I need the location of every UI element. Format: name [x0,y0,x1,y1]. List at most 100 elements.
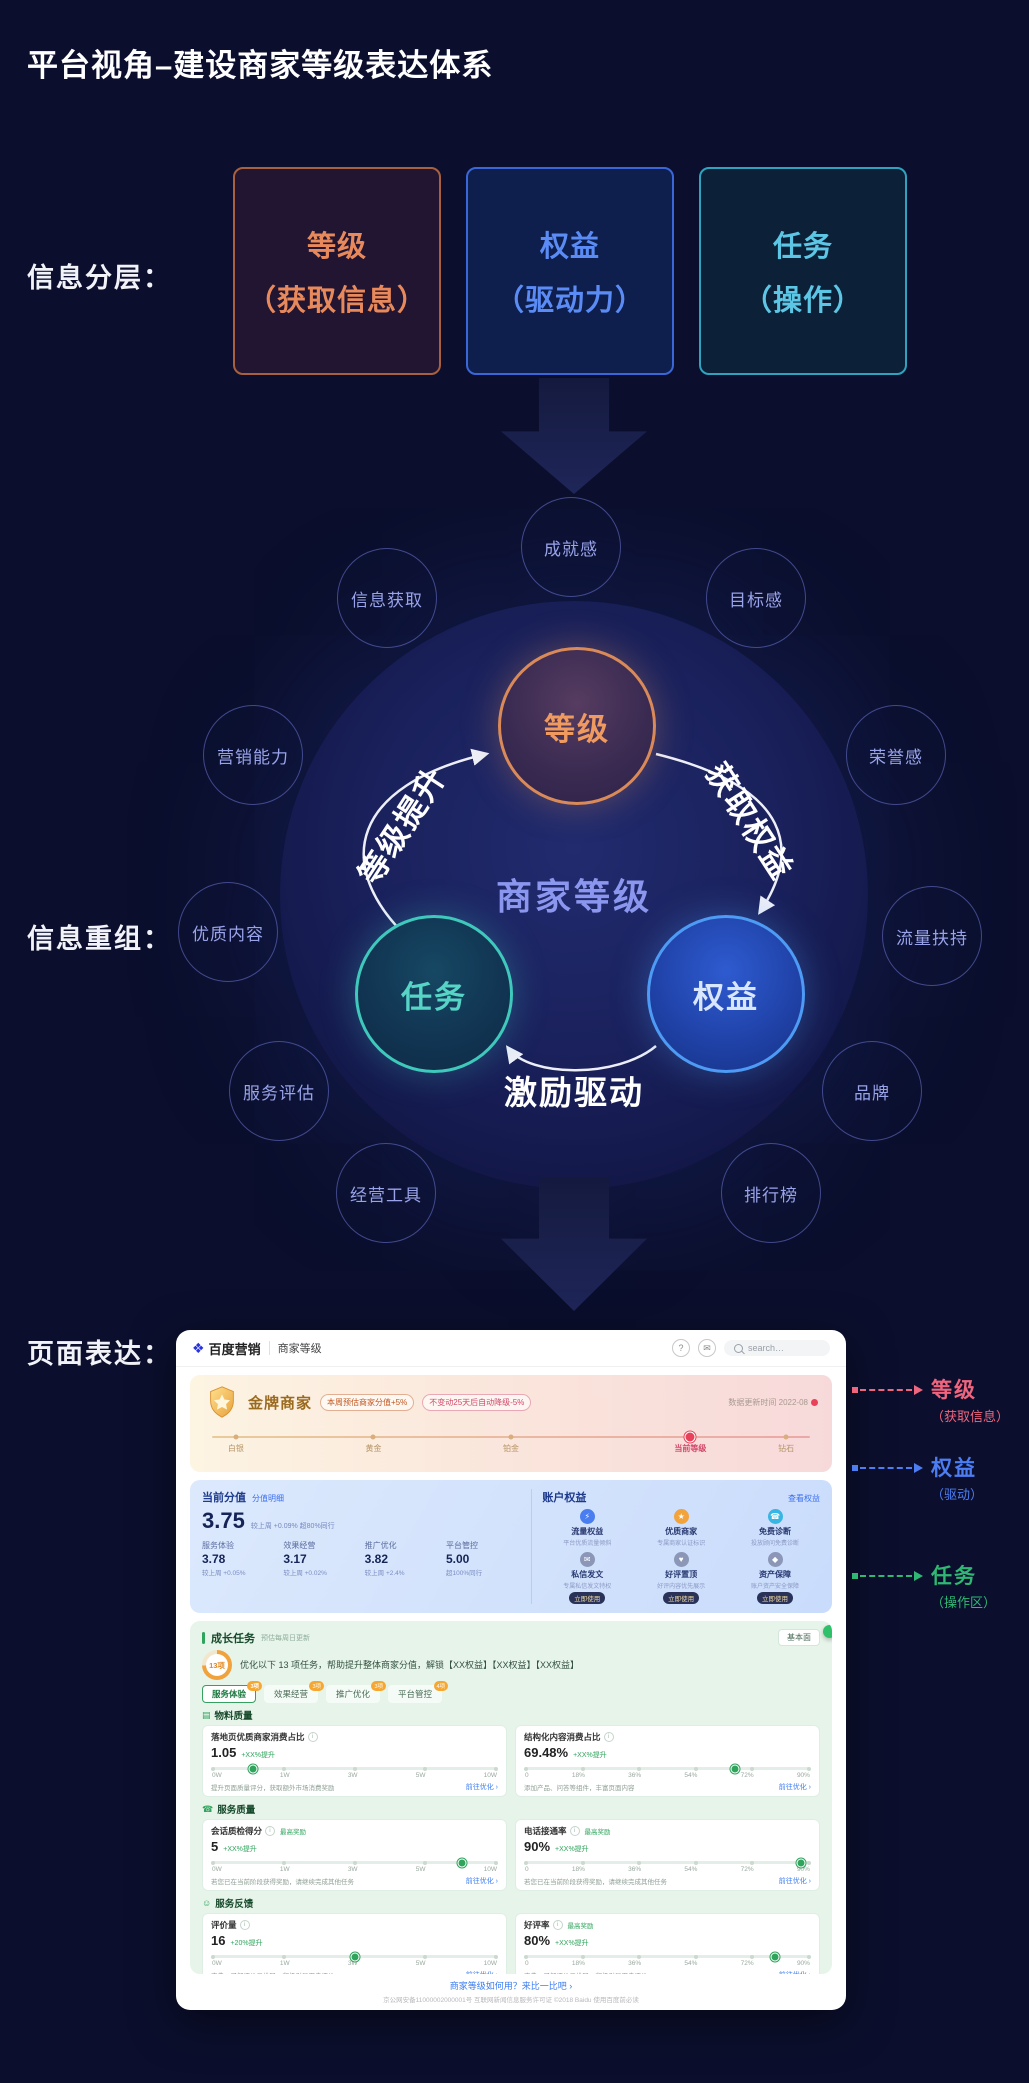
tab-effect[interactable]: 效果经营 3项 [264,1681,325,1703]
optimize-link[interactable]: 前往优化 › [465,1878,498,1885]
info-icon[interactable]: i [603,1732,614,1742]
right-item-top-review[interactable]: ♥ 好评置顶 好评内容优先展示 立即使用 [636,1552,726,1604]
metric-service: 服务体验 3.78 较上周 +0.05% [202,1540,277,1577]
assistant-dot-icon[interactable] [823,1625,832,1638]
section-label-layering: 信息分层： [27,263,172,293]
task-delta: +XX%提升 [555,1846,589,1853]
tab-platform[interactable]: 平台管控 4项 [388,1681,449,1703]
brand-name: 百度营销 [208,1341,261,1357]
stage-label: 黄金 [365,1444,382,1453]
score-detail-link[interactable]: 分值明细 [252,1494,284,1503]
task-tag: 最高奖励 [280,1829,307,1836]
right-desc: 平台优质流量倾斜 [563,1541,612,1547]
info-icon[interactable]: i [552,1920,563,1930]
level-compare-link[interactable]: 商家等级如何用？来比一比吧 › [449,1981,573,1991]
right-item-message[interactable]: ✉ 私信发文 专属私信发文特权 立即使用 [542,1552,632,1604]
meter-marker [730,1764,740,1773]
task-tip: 若您已在当前阶段获得奖励，请继续完成其他任务 [524,1879,667,1886]
annotation-benefit: 权益 （驱动） [852,1452,983,1503]
satellite-circle: 服务评估 [229,1041,329,1141]
metric-delta: 较上周 +0.05% [202,1570,246,1577]
search-icon [734,1343,743,1353]
section-label-expression: 页面表达： [27,1339,172,1369]
node-level: 等级 [498,647,656,805]
metric-effect: 效果经营 3.17 较上周 +0.02% [283,1540,358,1577]
metric-platform: 平台管控 5.00 超100%同行 [446,1540,521,1577]
annotation-subtitle: （获取信息） [931,1409,1010,1424]
task-delta: +XX%提升 [223,1846,257,1853]
section-label-regroup: 信息重组： [27,924,172,954]
task-value: 16 [211,1933,226,1948]
right-use-badge[interactable]: 立即使用 [757,1592,794,1604]
page-title: 平台视角–建设商家等级表达体系 [27,48,494,83]
level-tag-forecast: 本周预估商家分值+5% [320,1393,415,1411]
right-item-traffic[interactable]: ⚡ 流量权益 平台优质流量倾斜 [542,1509,632,1547]
score-title: 当前分值 [202,1492,246,1504]
stage-dot [783,1434,789,1440]
rights-view-link[interactable]: 查看权益 [788,1494,820,1503]
layer-box-task-subtitle: （操作） [742,285,863,317]
satellite-circle: 优质内容 [178,882,278,982]
score-delta: 较上周 +0.09% 超80%同行 [250,1523,335,1530]
task-progress-ring: 13项 [202,1650,232,1680]
level-name: 金牌商家 [248,1394,313,1412]
annotation-title: 等级 [931,1379,977,1402]
right-use-badge[interactable]: 立即使用 [569,1592,606,1604]
metric-name: 服务体验 [202,1541,234,1550]
task-tip: 宝典：了解评价二维码，积极引导用户评价 [524,1970,775,1974]
optimize-link[interactable]: 前往优化 › [779,1970,811,1974]
satellite-circle: 荣誉感 [846,705,946,805]
right-item-quality[interactable]: ★ 优质商家 专属商家认证标识 [636,1509,726,1547]
group-title: 物料质量 [214,1711,253,1722]
satellite-circle: 经营工具 [336,1143,436,1243]
shield-icon: ◆ [767,1552,783,1567]
task-tabs: 服务体验 3项 效果经营 3项 推广优化 3项 平台管控 4项 [202,1681,820,1703]
search-input[interactable]: search… [724,1340,830,1356]
data-updated-text: 数据更新时间 2022-08 [728,1397,808,1407]
right-use-badge[interactable]: 立即使用 [663,1592,700,1604]
optimize-link[interactable]: 前往优化 › [778,1878,811,1885]
right-desc: 投放顾问免费诊断 [751,1541,800,1547]
score-rights-panel: 当前分值 分值明细 3.75 较上周 +0.09% 超80%同行 服务体验 3.… [190,1480,832,1613]
tasks-subtitle: 预估每周日更新 [261,1634,310,1642]
info-icon[interactable]: i [239,1920,250,1930]
rights-title: 账户权益 [542,1492,587,1504]
tab-promotion[interactable]: 推广优化 3项 [326,1681,387,1703]
feedback-icon: ☺ [202,1898,212,1908]
right-item-diagnosis[interactable]: ☎ 免费诊断 投放顾问免费诊断 [730,1509,820,1547]
tasks-title: 成长任务 [211,1632,255,1645]
search-placeholder: search… [748,1343,785,1353]
tab-label: 效果经营 [274,1689,309,1699]
help-icon[interactable]: ? [672,1339,690,1357]
stage-dot [370,1434,376,1440]
layer-box-benefit: 权益 （驱动力） [466,167,674,375]
satellite-circle: 流量扶持 [882,886,982,986]
message-icon[interactable]: ✉ [698,1339,716,1357]
optimize-link[interactable]: 前往优化 › [778,1784,811,1791]
material-icon: ▤ [202,1709,211,1720]
annotation-task: 任务 （操作区） [852,1560,996,1611]
meter-marker [796,1858,805,1867]
site-screenshot-card: ❖ 百度营销 商家等级 ? ✉ search… 金牌商家 本周预估商家分值+5 [176,1330,846,2010]
level-tag-downgrade: 不变动25天后自动降级-5% [422,1393,532,1411]
info-icon[interactable]: i [307,1732,318,1742]
node-task-label: 任务 [401,979,467,1015]
right-item-asset[interactable]: ◆ 资产保障 账户资产安全保障 立即使用 [730,1552,820,1604]
task-name: 结构化内容消费占比 [524,1732,601,1742]
tab-service[interactable]: 服务体验 3项 [202,1681,263,1703]
info-icon[interactable]: i [569,1826,580,1836]
metric-delta: 较上周 +0.02% [283,1570,327,1577]
task-value: 69.48% [524,1745,569,1760]
growth-tasks-panel: 成长任务 预估每周日更新 基本面 13项 优化以下 13 项任务，帮助提升整体商… [190,1621,832,1974]
info-icon[interactable]: i [265,1826,276,1836]
optimize-link[interactable]: 前往优化 › [466,1970,498,1974]
optimize-link[interactable]: 前往优化 › [465,1784,498,1791]
metric-promotion: 推广优化 3.82 较上周 +2.4% [365,1540,440,1577]
phone-icon: ☎ [767,1509,783,1524]
brand-logo[interactable]: ❖ 百度营销 [192,1339,261,1358]
right-name: 优质商家 [665,1527,698,1536]
metric-delta: 较上周 +2.4% [364,1570,405,1577]
tasks-filter-select[interactable]: 基本面 [778,1629,820,1646]
